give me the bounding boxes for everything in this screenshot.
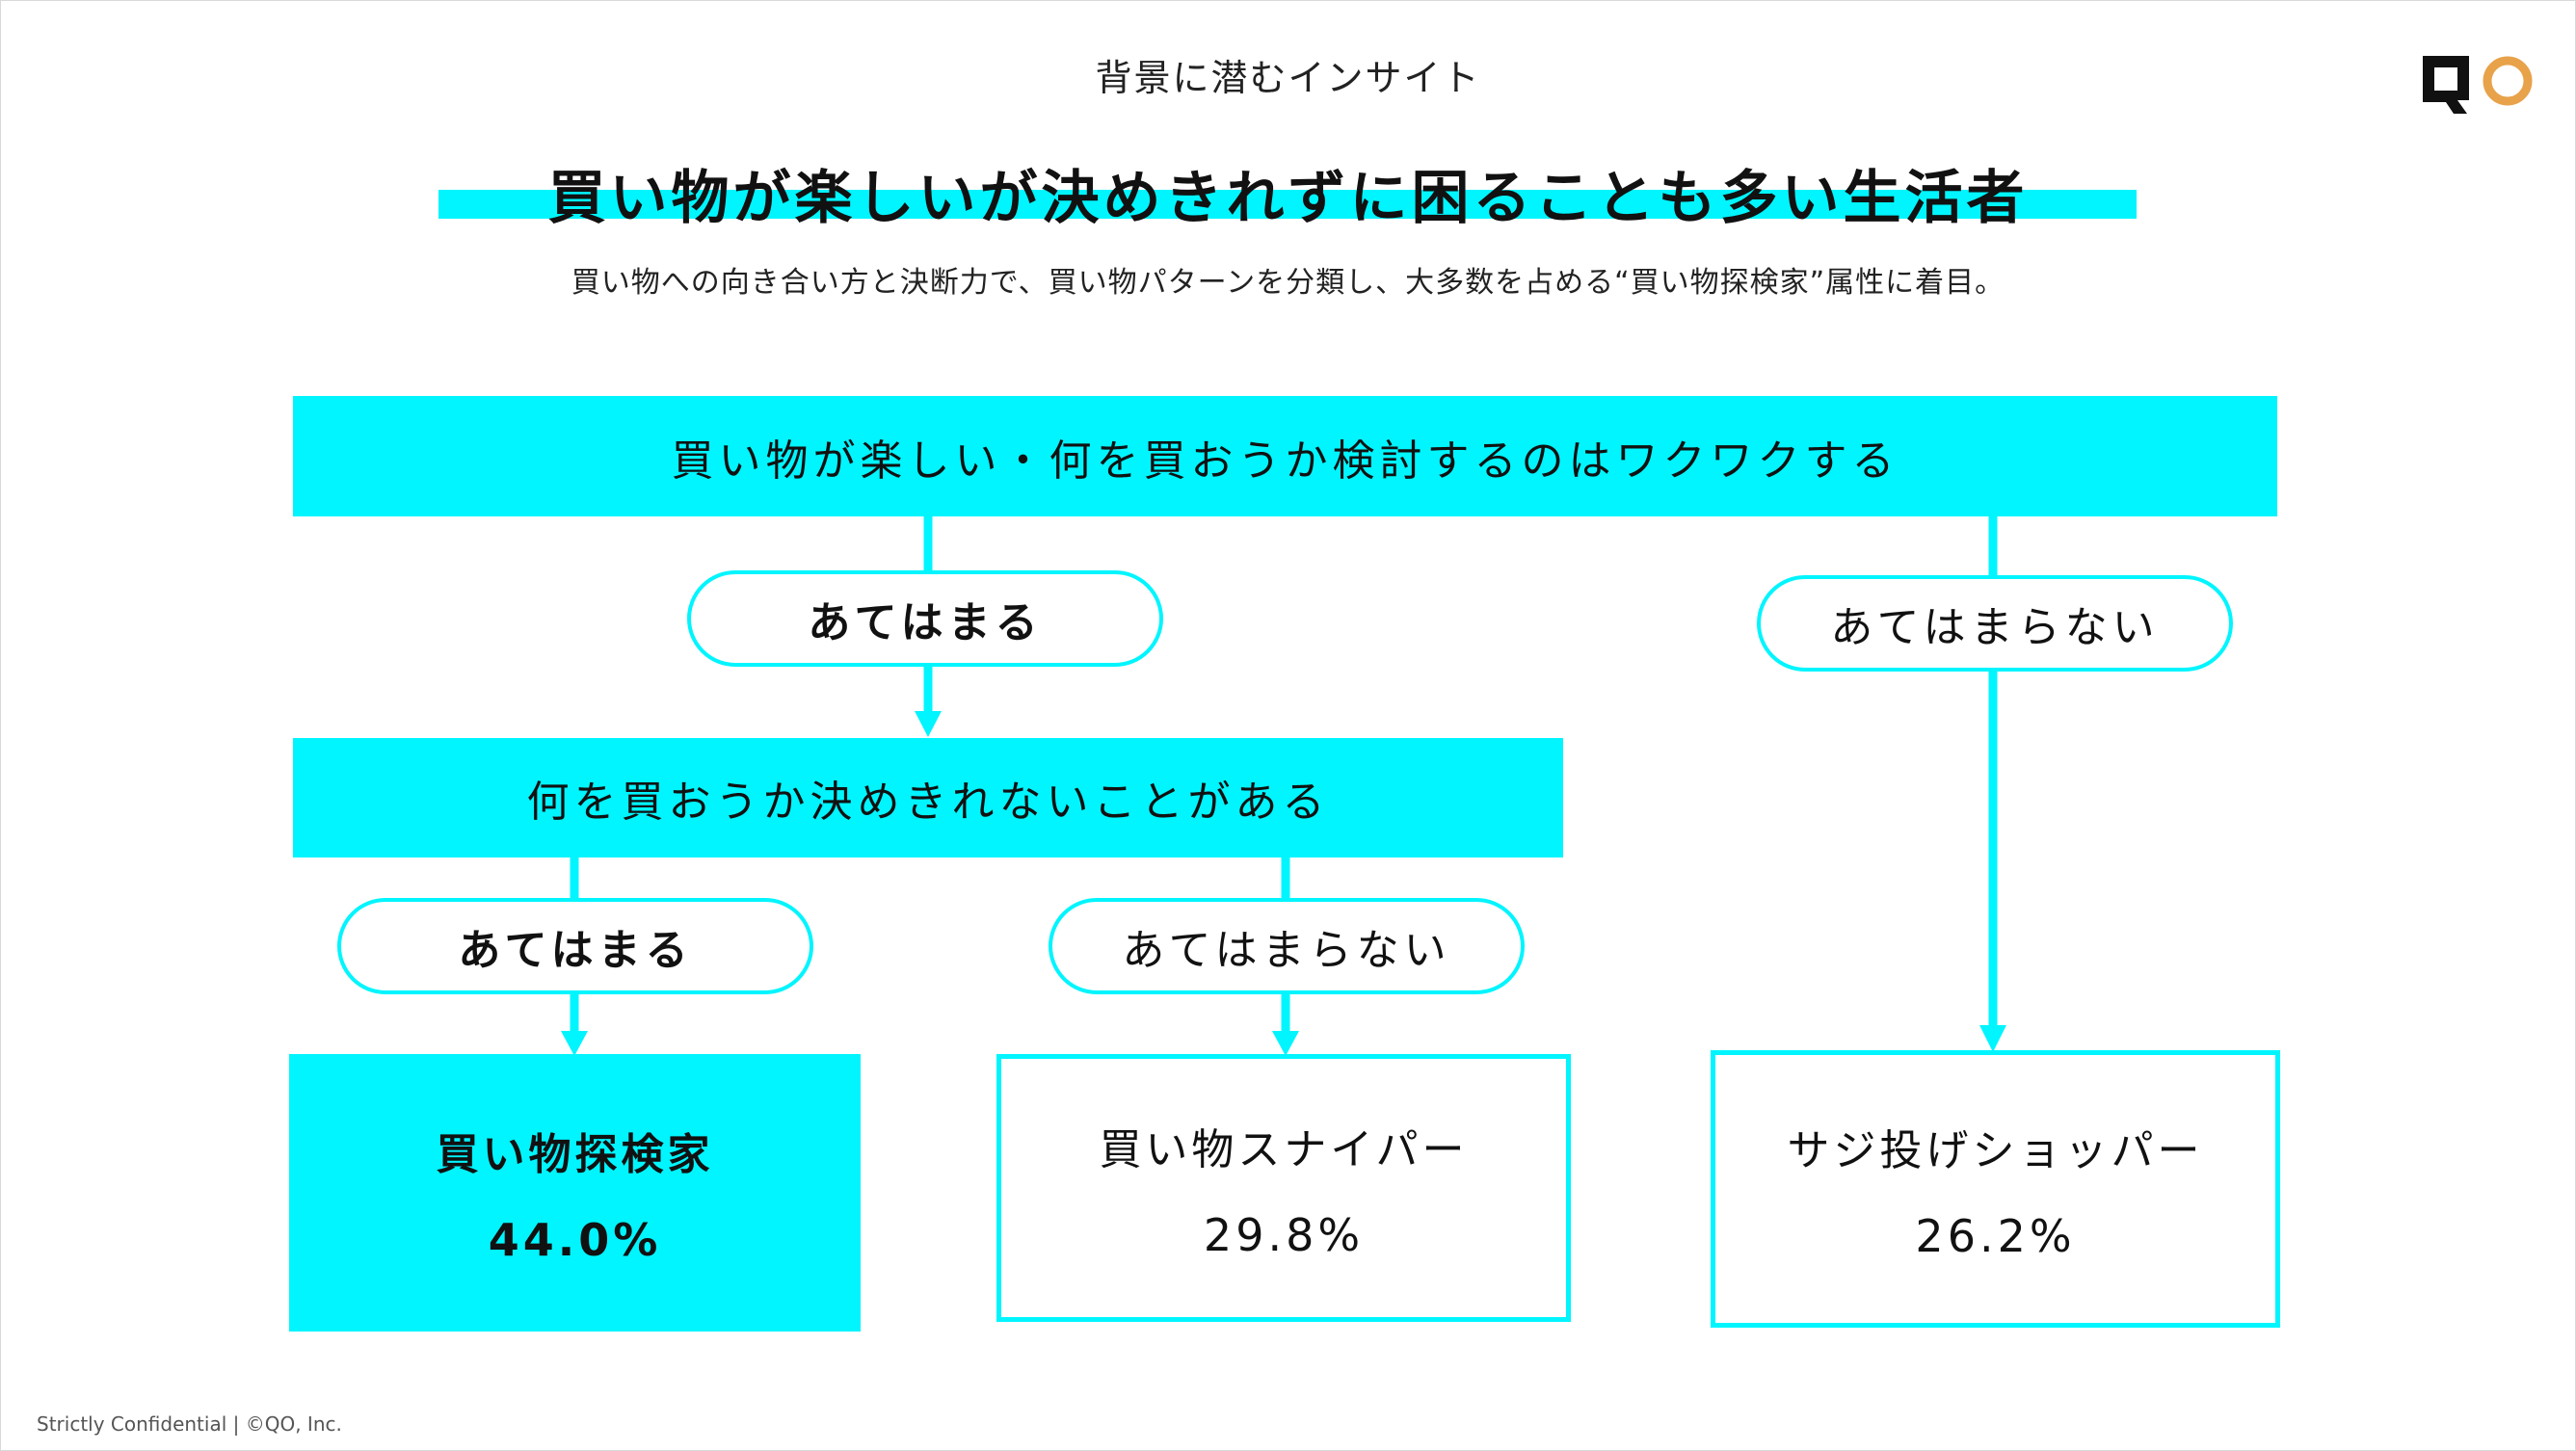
arrowhead-q1-yes	[915, 711, 942, 737]
footer-confidential: Strictly Confidential | ©QO, Inc.	[37, 1412, 342, 1436]
result-card-giver-upper: サジ投げショッパー 26.2%	[1711, 1050, 2280, 1328]
result-percent: 26.2%	[1915, 1210, 2076, 1262]
page-title: 買い物が楽しいが決めきれずに困ることも多い生活者	[547, 164, 2029, 232]
result-name: 買い物スナイパー	[1099, 1125, 1469, 1174]
question-2-yes-pill: あてはまる	[337, 898, 813, 994]
result-name: 買い物探検家	[436, 1130, 714, 1179]
result-percent: 44.0%	[488, 1214, 662, 1266]
question-1-yes-label: あてはまる	[808, 598, 1043, 647]
question-2-yes-label: あてはまる	[458, 926, 693, 975]
question-2-no-label: あてはまらない	[1122, 926, 1451, 975]
question-1-box: 買い物が楽しい・何を買おうか検討するのはワクワクする	[293, 396, 2277, 516]
result-name: サジ投げショッパー	[1787, 1126, 2204, 1175]
result-percent: 29.8%	[1203, 1209, 1365, 1261]
question-2-no-pill: あてはまらない	[1049, 898, 1525, 994]
page-subtitle: 買い物への向き合い方と決断力で、買い物パターンを分類し、大多数を占める“買い物探…	[571, 266, 2005, 300]
arrowhead-q2-no	[1272, 1031, 1299, 1056]
question-1-yes-pill: あてはまる	[687, 570, 1163, 667]
arrowhead-q1-no	[1979, 1025, 2006, 1052]
question-2-box: 何を買おうか決めきれないことがある	[293, 738, 1563, 857]
title-highlight-band	[438, 190, 2137, 219]
arrowhead-q2-yes	[561, 1031, 588, 1056]
section-label: 背景に潜むインサイト	[1095, 56, 1481, 99]
question-1-no-pill: あてはまらない	[1757, 575, 2233, 672]
result-card-explorer: 買い物探検家 44.0%	[289, 1054, 861, 1332]
question-2-text: 何を買おうか決めきれないことがある	[526, 778, 1330, 827]
question-1-text: 買い物が楽しい・何を買おうか検討するのはワクワクする	[671, 435, 1899, 486]
question-1-no-label: あてはまらない	[1830, 603, 2160, 652]
result-card-sniper: 買い物スナイパー 29.8%	[996, 1054, 1571, 1322]
qo-logo-icon	[2423, 56, 2533, 114]
